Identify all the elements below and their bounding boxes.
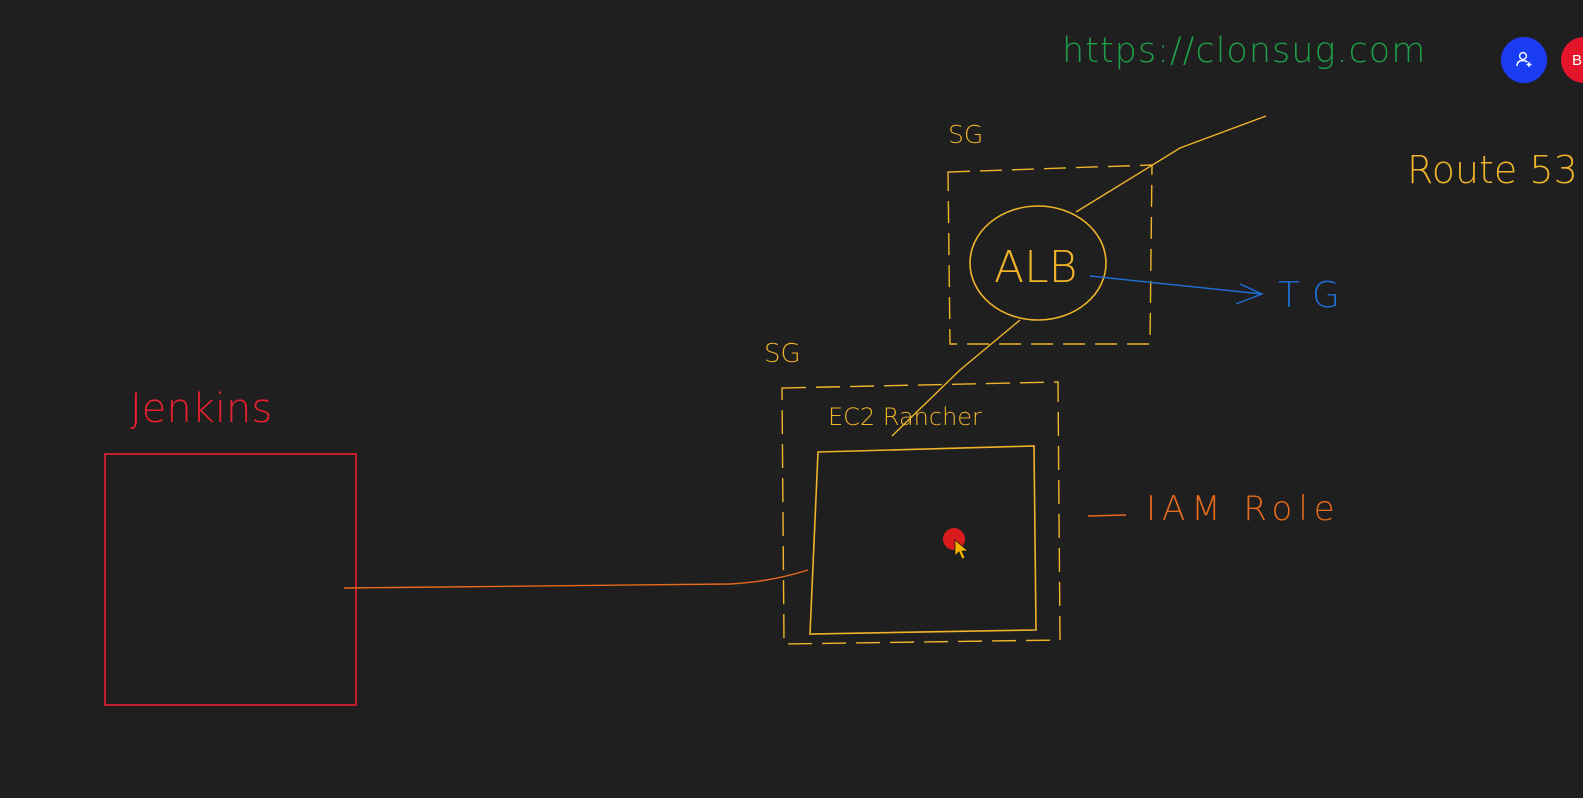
alb-to-tg-arrowhead bbox=[1235, 283, 1264, 305]
user-avatar-button[interactable]: B bbox=[1561, 37, 1583, 83]
alb-circle bbox=[969, 205, 1107, 321]
collaborator-controls: B bbox=[1501, 37, 1583, 83]
iam-role-label: IAM Role bbox=[1146, 489, 1341, 529]
ec2-instance-box bbox=[809, 445, 1037, 635]
jenkins-box bbox=[104, 453, 357, 706]
url-to-alb-line bbox=[1075, 115, 1267, 213]
person-add-icon bbox=[1516, 51, 1532, 67]
sg-left-label: SG bbox=[764, 339, 801, 369]
alb-to-tg-arrow bbox=[1089, 275, 1263, 295]
sg-ec2-boundary bbox=[781, 381, 1061, 645]
jenkins-to-ec2-line bbox=[343, 569, 809, 589]
add-collaborator-button[interactable] bbox=[1501, 37, 1547, 83]
url-label: https://clonsug.com bbox=[1062, 31, 1426, 71]
alb-to-ec2-line bbox=[891, 319, 1021, 437]
ec2-label: EC2 Rancher bbox=[828, 403, 982, 431]
jenkins-label: Jenkins bbox=[130, 386, 272, 432]
sg-alb-boundary bbox=[947, 164, 1153, 345]
iam-role-dash bbox=[1087, 514, 1127, 517]
alb-label: ALB bbox=[994, 242, 1077, 293]
tg-label: TG bbox=[1278, 275, 1352, 316]
cursor-arrow-icon bbox=[954, 539, 970, 560]
sg-top-label: SG bbox=[948, 120, 983, 149]
avatar-initial: B bbox=[1572, 51, 1583, 69]
route53-label: Route 53 bbox=[1407, 148, 1578, 192]
